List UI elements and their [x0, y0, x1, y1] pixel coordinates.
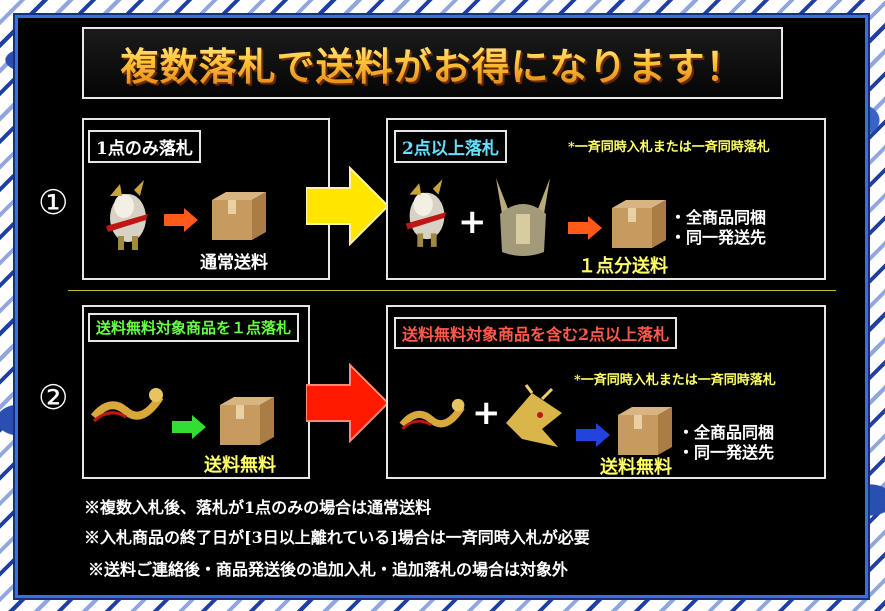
section-1-multi-label: 2点以上落札	[394, 130, 507, 163]
footer-note-2: ※入札商品の終了日が[3日以上離れている]場合は一斉同時入札が必要	[84, 528, 590, 547]
section-1-bullet-1: ・全商品同梱	[670, 208, 767, 227]
section-2-multi-box: 送料無料対象商品を含む2点以上落札 *一斉同時入札または一斉同時落札 +	[386, 305, 826, 479]
section-2-single-caption: 送料無料	[204, 455, 276, 476]
cardboard-box-icon	[220, 397, 274, 445]
title-banner: 複数落札で送料がお得になります！	[82, 27, 783, 99]
big-arrow-icon	[306, 166, 390, 246]
section-1-single-caption: 通常送料	[200, 253, 268, 273]
arrow-right-icon	[576, 423, 610, 447]
section-1-bullet-2: ・同一発送先	[670, 228, 767, 247]
section-2-multi-note: *一斉同時入札または一斉同時落札	[574, 373, 776, 388]
cardboard-box-icon	[212, 192, 266, 240]
section-1-number: ①	[38, 183, 69, 223]
section-2-single-label: 送料無料対象商品を１点落札	[88, 313, 300, 342]
arrow-right-icon	[568, 216, 602, 240]
dragon-figure-icon	[106, 180, 148, 250]
section-2-single-box: 送料無料対象商品を１点落札 送料無料	[82, 305, 310, 479]
big-arrow-icon	[306, 363, 390, 443]
dragon-figure-icon	[90, 388, 164, 423]
cardboard-box-icon	[612, 200, 666, 248]
arrow-right-icon	[172, 415, 206, 439]
banner-title: 複数落札で送料がお得になります！	[120, 36, 744, 91]
dragon-helmet-icon	[496, 178, 550, 256]
dragon-figure-icon	[405, 179, 447, 247]
section-1-multi-note: *一斉同時入札または一斉同時落札	[568, 140, 770, 155]
section-2-number: ②	[38, 378, 69, 418]
arrow-right-icon	[164, 208, 198, 232]
section-1-multi-box: 2点以上落札 *一斉同時入札または一斉同時落札 +	[386, 118, 826, 280]
dragon-figure-icon	[399, 398, 465, 430]
dragon-helmet-icon	[506, 384, 562, 447]
footer-note-1: ※複数入札後、落札が1点のみの場合は通常送料	[84, 498, 432, 517]
content-panel: 複数落札で送料がお得になります！ ① 1点のみ落札	[15, 15, 868, 598]
section-1-multi-caption: １点分送料	[578, 256, 668, 277]
section-divider	[68, 290, 836, 291]
section-1-single-box: 1点のみ落札 通常送料	[82, 118, 330, 280]
section-2-bullet-1: ・全商品同梱	[678, 423, 775, 442]
section-1-single-label: 1点のみ落札	[88, 130, 201, 163]
plus-sign: +	[472, 393, 501, 433]
cardboard-box-icon	[618, 407, 672, 455]
section-2-bullet-2: ・同一発送先	[678, 443, 775, 462]
plus-sign: +	[458, 202, 487, 242]
section-2-multi-label: 送料無料対象商品を含む2点以上落札	[394, 317, 678, 349]
footer-note-3: ※送料ご連絡後・商品発送後の追加入札・追加落札の場合は対象外	[88, 560, 569, 579]
section-2-multi-caption: 送料無料	[600, 457, 672, 478]
